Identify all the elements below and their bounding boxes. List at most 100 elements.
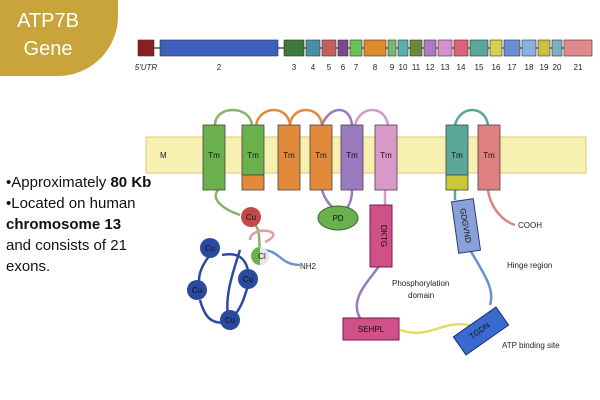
title-line-2: Gene [23,38,73,60]
nh2-label: NH2 [300,262,317,271]
exon-label: 11 [412,63,421,72]
tm-segment [277,124,301,191]
exon-block [537,39,551,57]
exon-block [503,39,521,57]
gdgvnd-domain [450,198,482,254]
cooh-label: COOH [518,221,542,230]
bullet-text: •Approximately [6,174,111,191]
exon-label: 5 [327,63,332,72]
membrane-label: M [160,151,167,160]
exon-label: 18 [525,63,534,72]
tm-label: Tm [247,151,259,160]
bullet-text: •Located on human [6,195,136,212]
bullet-bold-text: 80 Kb [110,174,152,191]
exon-block [305,39,321,57]
exon-block [363,39,387,57]
tm-segment [374,124,398,191]
cu-domain [238,269,258,289]
tm-segment [340,124,364,191]
exon-block [423,39,437,57]
cu-label: Cu [246,213,256,222]
tm-label: Tm [483,151,495,160]
cl-label: Cl [258,252,266,261]
pd-label: PD [332,214,343,223]
exon-label: 15 [475,63,484,72]
bullet-text: exons. [6,258,51,275]
phosphorylation-label-2: domain [408,291,434,300]
bullet-line: and consists of 21 [6,235,176,256]
cu-label: Cu [225,316,235,325]
title-line-1: ATP7B [17,10,79,32]
hinge-region-label: Hinge region [507,261,552,270]
exon-label: 12 [426,63,435,72]
sehpl-domain [342,317,400,341]
exon-block [283,39,305,57]
exon-block [489,39,503,57]
bullet-list: •Approximately 80 Kb •Located on human chr… [6,172,176,277]
exon-label: 6 [341,63,346,72]
title-badge: ATP7B Gene [0,0,118,76]
exon-label: 5'UTR [135,63,158,72]
exon-block [337,39,349,57]
tgdn-domain [452,306,510,356]
exon-label: 14 [457,63,466,72]
bullet-bold-text: chromosome 13 [6,216,122,233]
tm-segment [445,124,469,176]
tm-label: Tm [346,151,358,160]
exon-label: 2 [217,63,222,72]
atp-binding-site-label: ATP binding site [502,341,560,350]
exon-label: 13 [441,63,450,72]
exon-label: 10 [399,63,408,72]
cu-label: Cu [205,244,215,253]
tm-segment [241,124,265,176]
exon-block [437,39,453,57]
bullet-line: •Located on human [6,193,176,214]
bullet-text: and consists of 21 [6,237,127,254]
bullet-line: •Approximately 80 Kb [6,172,176,193]
exon-label: 3 [292,63,297,72]
pd-domain [317,205,359,231]
exon-label: 7 [354,63,359,72]
exon-block [563,39,593,57]
tm-label: Tm [208,151,220,160]
tm-label: Tm [315,151,327,160]
tm-segment-lower [445,174,469,191]
exon-label: 20 [553,63,562,72]
phosphorylation-label-1: Phosphorylation [392,279,449,288]
exon-label: 21 [574,63,583,72]
cu-domain [200,238,220,258]
tm-segment-lower [241,174,265,191]
exon-label: 19 [540,63,549,72]
cu-domain [220,310,240,330]
exon-block [137,39,155,57]
exon-block [551,39,563,57]
tm-segment [202,124,226,191]
exon-label: 17 [508,63,517,72]
tm-label: Tm [451,151,463,160]
exon-block [321,39,337,57]
exon-block [387,39,397,57]
bullet-line: exons. [6,256,176,277]
tm-label: Tm [380,151,392,160]
exon-block [349,39,363,57]
cl-domain: Cl [251,247,269,265]
cu-label: Cu [243,275,253,284]
cu-label: Cu [192,286,202,295]
tm-segment [309,124,333,191]
exon-block [397,39,409,57]
exon-block [469,39,489,57]
exon-label: 16 [492,63,501,72]
bullet-line: chromosome 13 [6,214,176,235]
exon-block [159,39,279,57]
dktg-domain [369,204,393,268]
exon-label: 4 [311,63,316,72]
exon-block [409,39,423,57]
cu-domain [241,207,261,227]
exon-label: 9 [390,63,395,72]
cu-domain [187,280,207,300]
dktg-label: DKTG [379,225,388,247]
